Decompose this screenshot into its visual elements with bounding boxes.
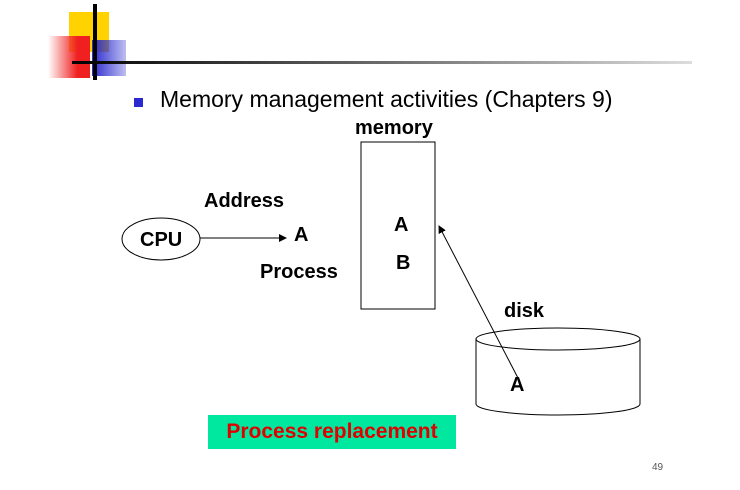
disk-cylinder-top bbox=[475, 327, 641, 351]
address-label: Address bbox=[204, 190, 285, 212]
page-number: 49 bbox=[652, 462, 664, 473]
title-underline bbox=[72, 61, 692, 64]
cpu-label: CPU bbox=[140, 229, 183, 251]
process-label: Process bbox=[260, 261, 338, 283]
process-item-label: A bbox=[294, 224, 309, 246]
memory-item-a: A bbox=[394, 214, 409, 236]
memory-item-b: B bbox=[396, 252, 411, 274]
disk-cylinder-body bbox=[475, 339, 641, 416]
logo-red-square bbox=[48, 36, 90, 78]
bullet-text: Memory management activities (Chapters 9… bbox=[160, 86, 613, 112]
disk-to-memory-arrow bbox=[438, 225, 519, 379]
cpu-node bbox=[121, 217, 201, 261]
memory-box bbox=[360, 141, 436, 310]
logo-vertical-line bbox=[93, 4, 97, 80]
caption-box: Process replacement bbox=[208, 415, 456, 449]
memory-label: memory bbox=[355, 117, 433, 139]
bullet-icon bbox=[134, 98, 143, 107]
logo-blue-square bbox=[92, 40, 126, 76]
disk-label: disk bbox=[504, 300, 545, 322]
disk-item: A bbox=[510, 374, 525, 396]
